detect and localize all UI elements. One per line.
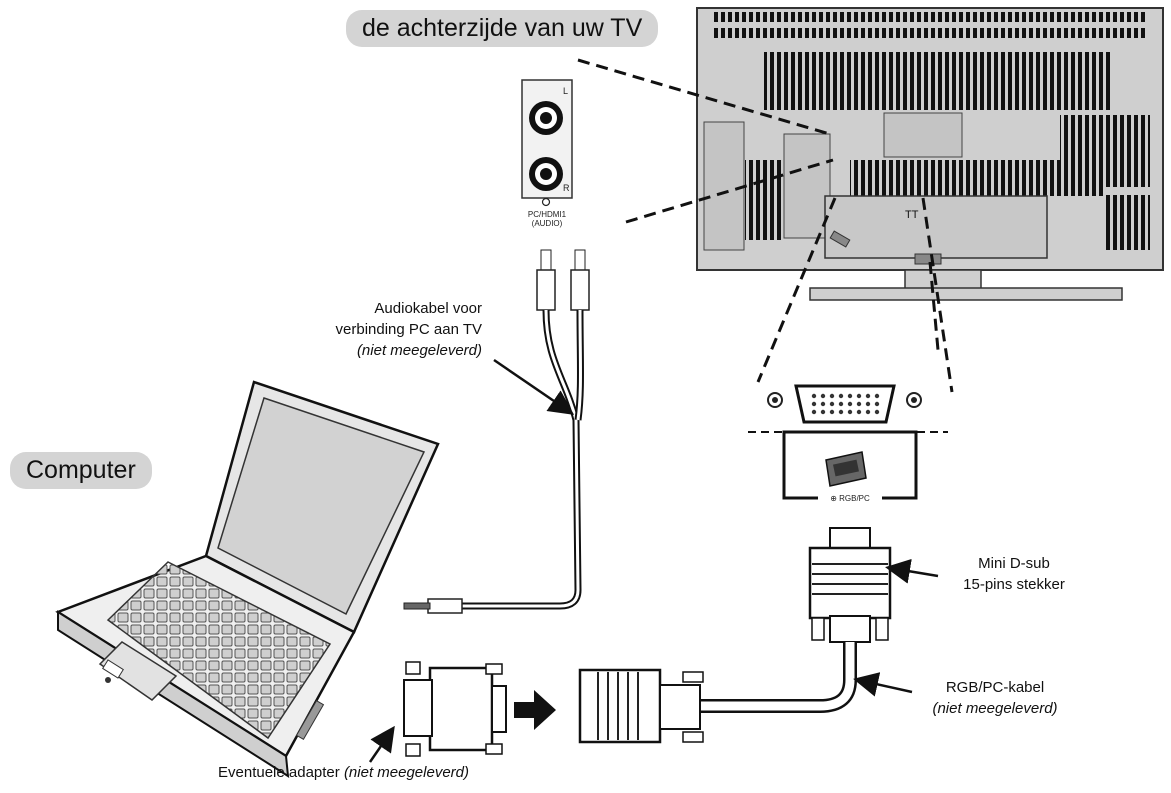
adapter-arrow (368, 725, 395, 763)
mini-dsub-label: Mini D-sub 15-pins stekker (944, 553, 1084, 595)
jack-right-label: R (563, 183, 570, 193)
mini-dsub-line1: Mini D-sub (978, 555, 1050, 572)
rgb-cable-label: RGB/PC-kabel (niet meegeleverd) (920, 677, 1070, 719)
connect-arrow-icon (514, 690, 556, 730)
audio-jack-label: PC/HDMI1 (AUDIO) (516, 210, 578, 228)
adapter-note: (niet meegeleverd) (343, 764, 469, 781)
audio-jack-right (529, 157, 563, 191)
audio-cable-label: Audiokabel voor verbinding PC aan TV (ni… (324, 298, 482, 361)
audio-cable-arrow (493, 358, 575, 415)
mini-dsub-plug (808, 527, 892, 643)
audio-cable-line2: verbinding PC aan TV (335, 321, 482, 338)
mini-dsub-arrow (885, 558, 939, 584)
pointer-arrows (368, 358, 939, 763)
zoom-lines (577, 58, 954, 393)
rgb-port-label-text: RGB/PC (839, 494, 870, 503)
audio-input-icon (541, 197, 551, 207)
audio-cable-note: (niet meegeleverd) (356, 342, 482, 359)
rca-cable (403, 249, 590, 614)
audio-jack-label-line1: PC/HDMI1 (527, 210, 567, 219)
tv-back-label: de achterzijde van uw TV (346, 10, 659, 47)
vga-port (748, 384, 948, 500)
adapter (403, 661, 507, 757)
audio-cable-line1: Audiokabel voor (374, 300, 482, 317)
jack-left-label: L (563, 86, 568, 96)
rgb-pc-cable (700, 642, 857, 713)
rgb-cable-note: (niet meegeleverd) (932, 700, 1058, 717)
computer-label: Computer (10, 452, 152, 489)
rgb-cable-line1: RGB/PC-kabel (945, 679, 1045, 696)
tv-back: TT (696, 7, 1164, 301)
mini-dsub-line2: 15-pins stekker (963, 576, 1065, 593)
pc-vga-connector (578, 668, 704, 744)
rgb-cable-arrow (853, 672, 913, 697)
audio-jack-label-line2: (AUDIO) (531, 219, 563, 228)
svg-text:TT: TT (905, 209, 919, 221)
rgb-input-icon: ⊕ (830, 494, 837, 503)
audio-jack-panel: L R (521, 79, 573, 207)
audio-jack-left (529, 101, 563, 135)
rgb-port-label: ⊕ RGB/PC (818, 494, 882, 503)
laptop (55, 380, 440, 778)
adapter-label: Eventuele adapter (niet meegeleverd) (218, 762, 469, 783)
adapter-text: Eventuele adapter (218, 764, 344, 781)
